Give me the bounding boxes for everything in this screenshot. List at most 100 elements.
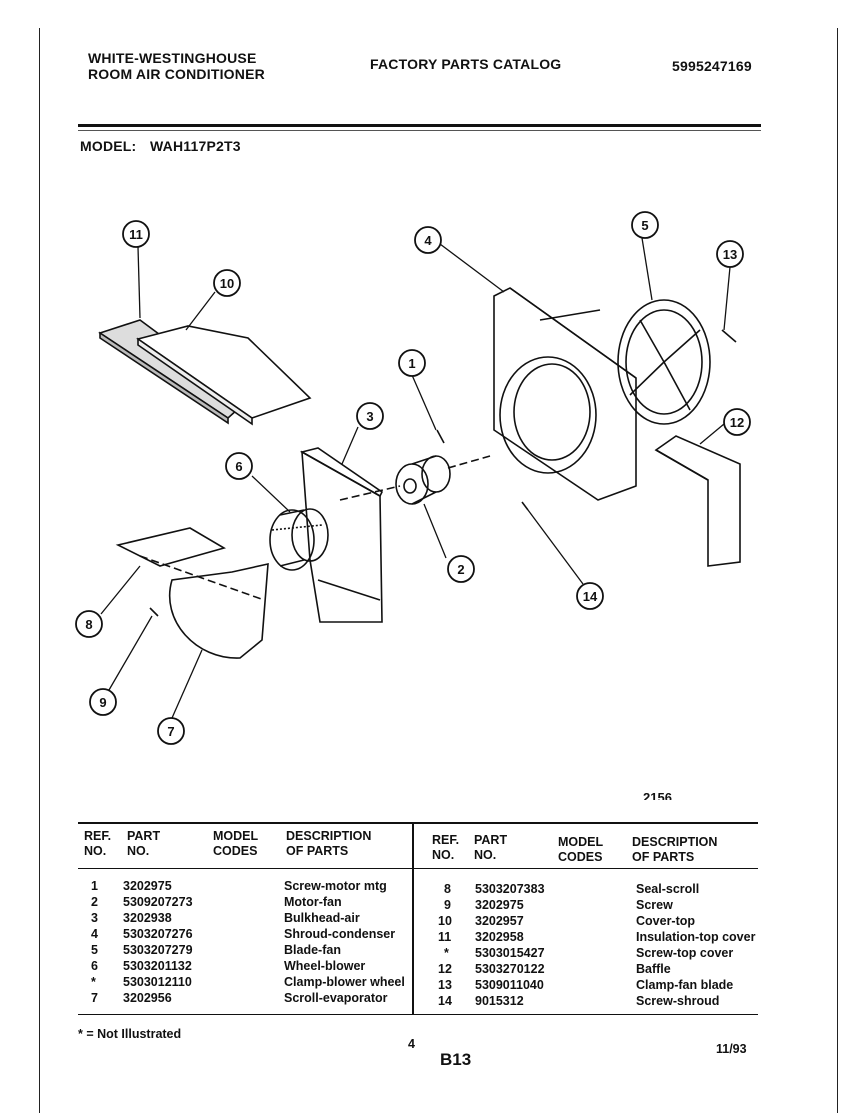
callout-7 xyxy=(157,717,185,745)
page-number: 4 xyxy=(408,1037,415,1051)
fan-motor-drawing xyxy=(339,455,491,505)
desc-cell: Screw xyxy=(636,898,673,912)
catalog-number: 5995247169 xyxy=(672,58,752,74)
page-frame xyxy=(39,28,838,1113)
callout-7-label: 7 xyxy=(167,724,174,739)
table-header-rule xyxy=(78,868,758,869)
section-code: B13 xyxy=(440,1050,472,1069)
desc-cell: Screw-top cover xyxy=(636,946,734,960)
ref-cell: 9 xyxy=(444,898,451,912)
ref-cell: 11 xyxy=(438,930,452,944)
callout-14 xyxy=(576,582,604,610)
left-header-ref: REF.NO. xyxy=(84,829,112,858)
callout-11 xyxy=(122,220,150,248)
part-cell: 5309011040 xyxy=(475,978,544,992)
part-cell: 5303270122 xyxy=(475,962,545,976)
desc-cell: Cover-top xyxy=(636,914,696,928)
callout-group xyxy=(75,211,751,745)
desc-cell: Wheel-blower xyxy=(284,959,366,973)
callout-14-label: 14 xyxy=(583,589,598,604)
part-cell: 5309207273 xyxy=(123,895,193,909)
brand-line-1: WHITE-WESTINGHOUSE xyxy=(88,50,257,66)
header-rule-thin xyxy=(78,130,761,131)
revision-date: 11/93 xyxy=(716,1042,747,1056)
callout-1-label: 1 xyxy=(408,356,415,371)
part-cell: 3202938 xyxy=(123,911,172,925)
part-cell: 3202975 xyxy=(475,898,524,912)
part-cell: 9015312 xyxy=(475,994,524,1008)
ref-cell: 5 xyxy=(91,943,98,957)
desc-cell: Motor-fan xyxy=(284,895,342,909)
part-cell: 5303201132 xyxy=(123,959,192,973)
ref-cell: 10 xyxy=(438,914,452,928)
header-rule xyxy=(78,124,761,127)
ref-cell: 13 xyxy=(438,978,452,992)
catalog-title: FACTORY PARTS CATALOG xyxy=(370,56,562,72)
desc-cell: Shroud-condenser xyxy=(284,927,396,941)
callout-6 xyxy=(225,452,253,480)
callout-5-label: 5 xyxy=(641,218,648,233)
part-cell: 3202975 xyxy=(123,879,172,893)
callout-8-label: 8 xyxy=(85,617,92,632)
ref-cell: 7 xyxy=(91,991,98,1005)
ref-cell: 4 xyxy=(91,927,98,941)
callout-1 xyxy=(398,349,426,377)
fan-blade-drawing xyxy=(617,299,711,425)
ref-cell: * xyxy=(444,946,449,960)
figure-number: 2156 xyxy=(643,790,672,800)
desc-cell: Scroll-evaporator xyxy=(284,991,388,1005)
callout-4 xyxy=(414,226,442,254)
part-cell: 5303012110 xyxy=(123,975,192,989)
callout-10 xyxy=(213,269,241,297)
desc-cell: Screw-motor mtg xyxy=(284,879,387,893)
table-bottom-rule xyxy=(78,1014,758,1015)
ref-cell: 6 xyxy=(91,959,98,973)
callout-2 xyxy=(447,555,475,583)
ref-cell: * xyxy=(91,975,96,989)
callout-3 xyxy=(356,402,384,430)
right-header-ref: REF.NO. xyxy=(432,833,460,862)
part-cell: 3202957 xyxy=(475,914,524,928)
ref-cell: 14 xyxy=(438,994,452,1008)
callout-12-label: 12 xyxy=(730,415,744,430)
callout-13-label: 13 xyxy=(723,247,737,262)
scroll-evaporator-drawing xyxy=(115,527,269,659)
blower-wheel-drawing xyxy=(269,508,329,571)
callout-9 xyxy=(89,688,117,716)
condenser-shroud-drawing xyxy=(493,287,637,501)
desc-cell: Blade-fan xyxy=(284,943,341,957)
model-label: MODEL: xyxy=(80,138,137,154)
callout-8 xyxy=(75,610,103,638)
ref-cell: 2 xyxy=(91,895,98,909)
baffle-drawing xyxy=(654,435,741,567)
desc-cell: Clamp-blower wheel xyxy=(284,975,405,989)
ref-cell: 3 xyxy=(91,911,98,925)
callout-2-label: 2 xyxy=(457,562,464,577)
callout-6-label: 6 xyxy=(235,459,242,474)
desc-cell: Baffle xyxy=(636,962,671,976)
ref-cell: 8 xyxy=(444,882,451,896)
desc-cell: Clamp-fan blade xyxy=(636,978,734,992)
table-center-divider xyxy=(412,824,414,1014)
desc-cell: Seal-scroll xyxy=(636,882,700,896)
callout-3-label: 3 xyxy=(366,409,373,424)
brand-line-2: ROOM AIR CONDITIONER xyxy=(88,66,265,82)
part-cell: 3202956 xyxy=(123,991,172,1005)
part-cell: 3202958 xyxy=(475,930,524,944)
desc-cell: Insulation-top cover xyxy=(636,930,756,944)
callout-4-label: 4 xyxy=(424,233,432,248)
ref-cell: 12 xyxy=(438,962,452,976)
callout-5 xyxy=(631,211,659,239)
part-cell: 5303015427 xyxy=(475,946,545,960)
callout-13 xyxy=(716,240,744,268)
exploded-parts-diagram: 11 10 1 3 4 5 13 12 6 2 14 8 9 7 2156 xyxy=(75,211,751,800)
ref-cell: 1 xyxy=(91,879,98,893)
callout-11-label: 11 xyxy=(129,227,143,242)
cover-top-drawing xyxy=(136,325,312,426)
callout-9-label: 9 xyxy=(99,695,106,710)
part-cell: 5303207383 xyxy=(475,882,545,896)
bulkhead-air-drawing xyxy=(299,447,384,623)
